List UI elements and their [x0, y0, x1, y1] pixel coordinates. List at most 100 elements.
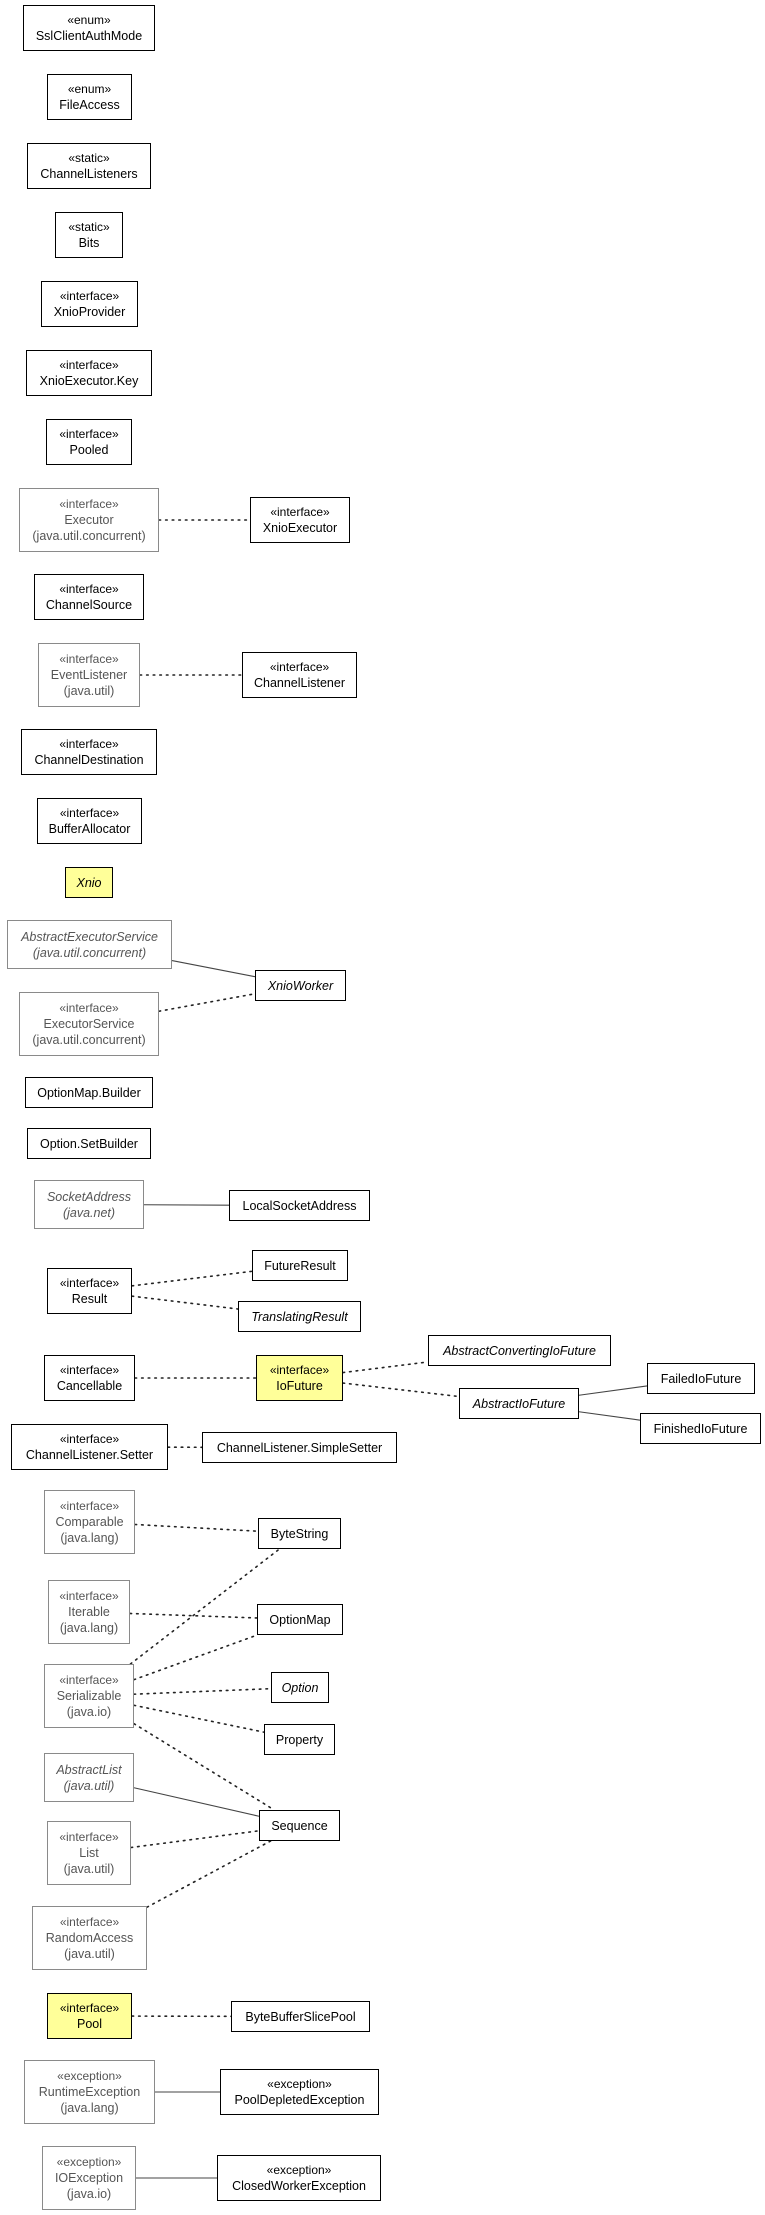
stereotype: «interface»	[59, 427, 119, 441]
stereotype: «interface»	[59, 1001, 119, 1015]
node-pool-depleted-exception[interactable]: «exception» PoolDepletedException	[220, 2069, 379, 2115]
package-name: (java.lang)	[60, 2101, 119, 2115]
class-name: RuntimeException	[38, 2085, 141, 2099]
stereotype: «interface»	[269, 1363, 330, 1377]
node-abstract-executor-service[interactable]: AbstractExecutorService (java.util.concu…	[7, 920, 172, 969]
node-abstract-list[interactable]: AbstractList (java.util)	[44, 1753, 134, 1802]
node-xnio-worker[interactable]: XnioWorker	[255, 970, 346, 1001]
node-xnio-provider[interactable]: «interface» XnioProvider	[41, 281, 138, 327]
class-name: Sequence	[271, 1818, 328, 1833]
stereotype: «enum»	[67, 13, 111, 27]
node-channel-listener-setter[interactable]: «interface» ChannelListener.Setter	[11, 1424, 168, 1470]
edge-serializable-to-property	[133, 1704, 265, 1733]
node-runtime-exception[interactable]: «exception» RuntimeException (java.lang)	[24, 2060, 155, 2124]
edge-io-future-to-abstract-converting-io-future	[342, 1361, 429, 1374]
node-result[interactable]: «interface» Result	[47, 1268, 132, 1314]
class-name: IoFuture	[276, 1379, 323, 1393]
node-local-socket-address[interactable]: LocalSocketAddress	[229, 1190, 370, 1221]
node-xnio-executor-key[interactable]: «interface» XnioExecutor.Key	[26, 350, 152, 396]
stereotype: «interface»	[59, 806, 120, 820]
node-iterable[interactable]: «interface» Iterable (java.lang)	[48, 1580, 130, 1644]
node-abstract-io-future[interactable]: AbstractIoFuture	[459, 1388, 579, 1419]
stereotype: «interface»	[59, 1432, 120, 1446]
node-executor[interactable]: «interface» Executor (java.util.concurre…	[19, 488, 159, 552]
node-executor-service[interactable]: «interface» ExecutorService (java.util.c…	[19, 992, 159, 1056]
node-bits[interactable]: «static» Bits	[55, 212, 123, 258]
class-name: ChannelListeners	[40, 167, 138, 181]
node-failed-io-future[interactable]: FailedIoFuture	[647, 1363, 755, 1394]
node-option-map[interactable]: OptionMap	[257, 1604, 343, 1635]
class-name: BufferAllocator	[48, 822, 131, 836]
class-name: Option.SetBuilder	[40, 1136, 138, 1151]
class-name: ChannelDestination	[34, 753, 144, 767]
package-name: (java.util.concurrent)	[32, 1033, 146, 1047]
class-name: PoolDepletedException	[234, 2093, 365, 2107]
class-name: Xnio	[76, 875, 102, 890]
edge-abstract-io-future-to-finished-io-future	[578, 1411, 641, 1421]
edge-comparable-to-byte-string	[134, 1523, 259, 1533]
node-pooled[interactable]: «interface» Pooled	[46, 419, 132, 465]
class-name: Executor	[64, 513, 114, 527]
edge-io-future-to-abstract-io-future	[342, 1382, 460, 1398]
node-buffer-allocator[interactable]: «interface» BufferAllocator	[37, 798, 142, 844]
class-name: ByteString	[270, 1526, 329, 1541]
stereotype: «interface»	[59, 1673, 119, 1687]
node-pool[interactable]: «interface» Pool	[47, 1993, 132, 2039]
node-option[interactable]: Option	[271, 1672, 329, 1703]
stereotype: «static»	[68, 151, 110, 165]
node-closed-worker-exception[interactable]: «exception» ClosedWorkerException	[217, 2155, 381, 2201]
node-abstract-converting-io-future[interactable]: AbstractConvertingIoFuture	[428, 1335, 611, 1366]
node-event-listener[interactable]: «interface» EventListener (java.util)	[38, 643, 140, 707]
node-xnio[interactable]: Xnio	[65, 867, 113, 898]
edge-abstract-executor-service-to-xnio-worker	[171, 959, 256, 978]
node-channel-destination[interactable]: «interface» ChannelDestination	[21, 729, 157, 775]
node-future-result[interactable]: FutureResult	[252, 1250, 348, 1281]
node-file-access[interactable]: «enum» FileAccess	[47, 74, 132, 120]
node-option-set-builder[interactable]: Option.SetBuilder	[27, 1128, 151, 1159]
class-name: ChannelListener.Setter	[25, 1448, 154, 1462]
edge-random-access-to-sequence	[146, 1840, 272, 1908]
class-name: TranslatingResult	[251, 1309, 348, 1324]
stereotype: «exception»	[57, 2069, 122, 2083]
class-name: ChannelListener	[253, 676, 346, 690]
stereotype: «exception»	[266, 2163, 332, 2177]
class-name: AbstractExecutorService	[21, 929, 158, 944]
node-finished-io-future[interactable]: FinishedIoFuture	[640, 1413, 761, 1444]
node-channel-listeners[interactable]: «static» ChannelListeners	[27, 143, 151, 189]
stereotype: «interface»	[270, 505, 330, 519]
class-name: Serializable	[56, 1689, 122, 1703]
node-byte-string[interactable]: ByteString	[258, 1518, 341, 1549]
node-xnio-executor[interactable]: «interface» XnioExecutor	[250, 497, 350, 543]
node-socket-address[interactable]: SocketAddress (java.net)	[34, 1180, 144, 1229]
edge-serializable-to-option-map	[133, 1634, 259, 1681]
stereotype: «interface»	[59, 737, 119, 751]
class-name: XnioWorker	[267, 978, 334, 993]
class-name: EventListener	[50, 668, 128, 682]
node-channel-listener-simple-setter[interactable]: ChannelListener.SimpleSetter	[202, 1432, 397, 1463]
node-channel-source[interactable]: «interface» ChannelSource	[34, 574, 144, 620]
node-option-map-builder[interactable]: OptionMap.Builder	[25, 1077, 153, 1108]
class-name: FileAccess	[59, 98, 120, 112]
stereotype: «exception»	[267, 2077, 332, 2091]
node-io-future[interactable]: «interface» IoFuture	[256, 1355, 343, 1401]
node-serializable[interactable]: «interface» Serializable (java.io)	[44, 1664, 134, 1728]
node-io-exception[interactable]: «exception» IOException (java.io)	[42, 2146, 136, 2210]
class-name: Pooled	[69, 443, 109, 457]
node-cancellable[interactable]: «interface» Cancellable	[44, 1355, 135, 1401]
node-list[interactable]: «interface» List (java.util)	[47, 1821, 131, 1885]
stereotype: «interface»	[59, 1363, 120, 1377]
node-property[interactable]: Property	[264, 1724, 335, 1755]
node-channel-listener[interactable]: «interface» ChannelListener	[242, 652, 357, 698]
node-byte-buffer-slice-pool[interactable]: ByteBufferSlicePool	[231, 2001, 370, 2032]
node-comparable[interactable]: «interface» Comparable (java.lang)	[44, 1490, 135, 1554]
class-name: AbstractList	[56, 1762, 122, 1777]
class-name: SslClientAuthMode	[35, 29, 143, 43]
node-ssl-client-auth-mode[interactable]: «enum» SslClientAuthMode	[23, 5, 155, 51]
class-name: FailedIoFuture	[660, 1371, 742, 1386]
edge-executor-service-to-xnio-worker	[158, 992, 256, 1013]
node-sequence[interactable]: Sequence	[259, 1810, 340, 1841]
node-random-access[interactable]: «interface» RandomAccess (java.util)	[32, 1906, 147, 1970]
node-translating-result[interactable]: TranslatingResult	[238, 1301, 361, 1332]
class-name: Option	[281, 1680, 319, 1695]
